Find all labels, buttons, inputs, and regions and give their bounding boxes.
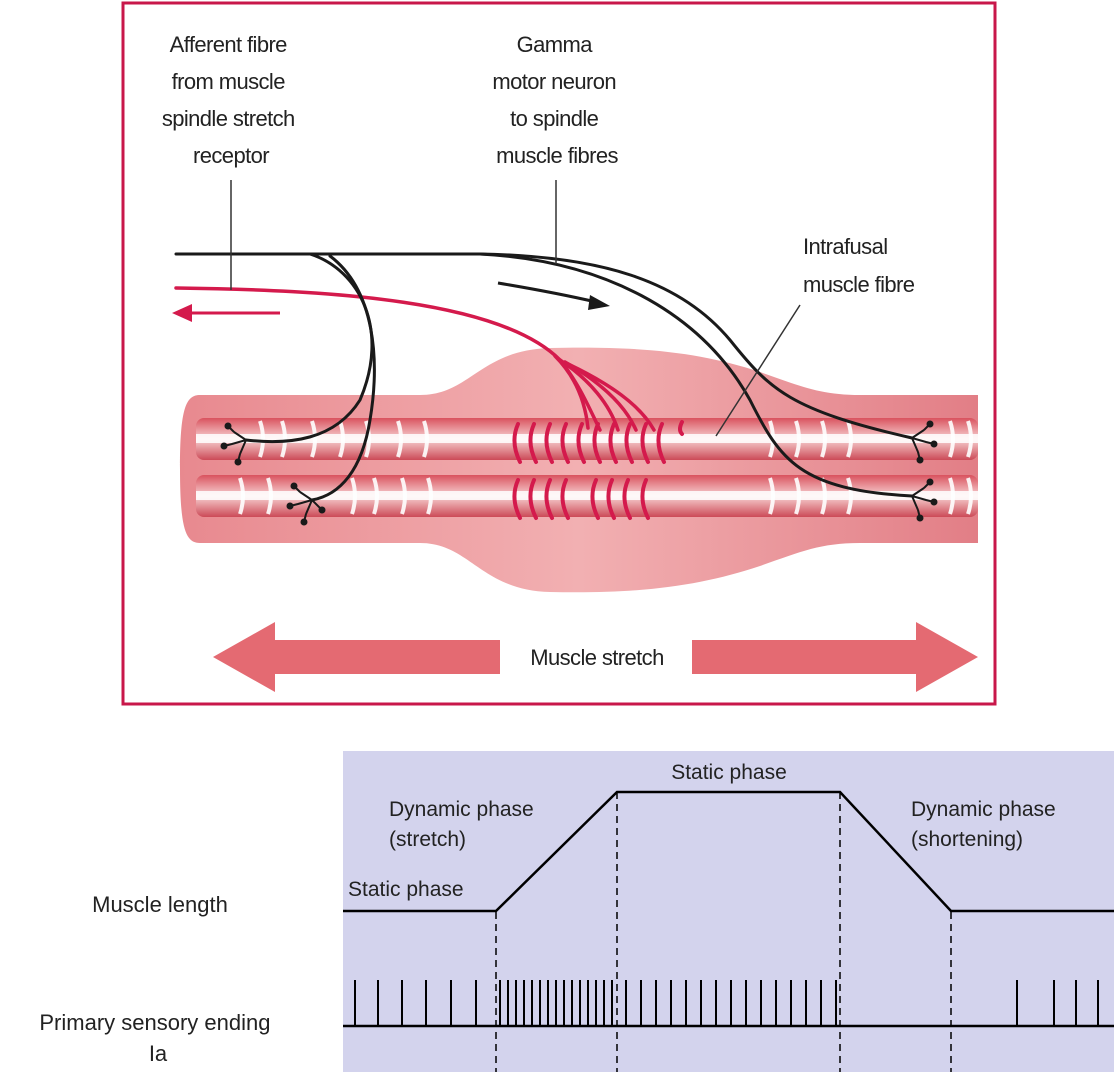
static-phase-top-label: Static phase [671,761,787,784]
gamma-motor-fibres [174,252,914,502]
sensory-coil-endings [512,420,684,520]
afferent-direction-arrow [172,304,280,322]
ia-spike-train [354,980,1099,1026]
motor-end-plates [220,420,938,526]
afferent-fibre-label: Afferent fibre from muscle spindle stret… [162,32,300,168]
gamma-direction-arrow [497,281,610,310]
intrafusal-fibre-label: Intrafusal muscle fibre [803,234,915,297]
static-phase-left-label: Static phase [348,878,464,901]
muscle-length-trace [343,790,1114,913]
intrafusal-fibre-upper [196,418,978,460]
muscle-length-label: Muscle length [92,892,228,917]
gamma-motor-neuron-label: Gamma motor neuron to spindle muscle fib… [492,32,621,168]
primary-sensory-ending-label: Primary sensory ending Ia [39,1010,276,1066]
dynamic-shortening-label: Dynamic phase (shortening) [911,798,1062,851]
fibre-striations [238,420,973,515]
dynamic-stretch-label: Dynamic phase (stretch) [389,798,540,851]
afferent-fibre [174,286,656,432]
intrafusal-fibre-lower [196,475,978,517]
muscle-body [180,347,978,593]
muscle-stretch-arrow [213,622,978,692]
muscle-stretch-label: Muscle stretch [530,645,663,670]
label-leader-lines [230,180,801,437]
